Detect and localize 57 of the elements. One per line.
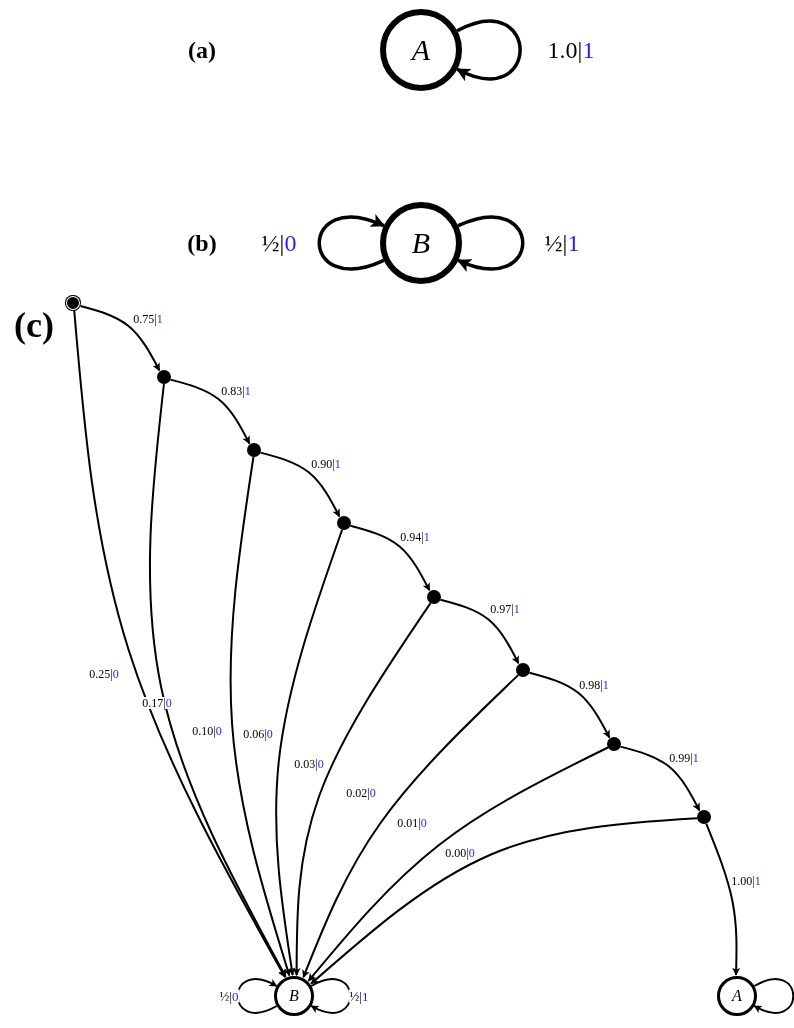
arrow xyxy=(439,598,520,665)
arrow xyxy=(275,528,344,977)
edge-label: 0.97|1 xyxy=(489,603,521,615)
initial-state-dot xyxy=(65,295,81,311)
arrow xyxy=(317,214,386,271)
arrow xyxy=(79,305,161,372)
state-dot xyxy=(247,443,261,457)
arrow xyxy=(753,978,794,1014)
arrow xyxy=(236,978,278,1014)
arrow xyxy=(73,309,286,979)
arrow xyxy=(619,745,701,812)
edge-label: 1.00|1 xyxy=(730,875,762,887)
arrow xyxy=(310,978,352,1014)
arrow xyxy=(292,602,432,977)
arrow xyxy=(455,19,522,81)
state-label: B xyxy=(289,987,299,1005)
arrow xyxy=(349,524,431,592)
state-label: B xyxy=(411,226,431,260)
edge-label: 0.00|0 xyxy=(444,847,476,859)
edge-label: 0.03|0 xyxy=(293,758,325,770)
edge-label: 0.06|0 xyxy=(242,728,274,740)
arrow xyxy=(307,746,609,982)
state-dot xyxy=(697,810,711,824)
panel-label: (b) xyxy=(187,231,217,255)
panel-label: (c) xyxy=(14,307,54,343)
edge-label: 0.75|1 xyxy=(132,313,164,325)
edge-label: 0.10|0 xyxy=(191,725,223,737)
edge-label: ½|0 xyxy=(218,989,240,1003)
arrow xyxy=(259,451,341,518)
edge-label: ½|1 xyxy=(348,989,370,1003)
panel-label: (a) xyxy=(188,38,216,62)
arrow xyxy=(310,817,699,985)
state-dot xyxy=(607,737,621,751)
edge-label: 0.98|1 xyxy=(578,679,610,691)
state-label: A xyxy=(732,987,742,1005)
state-dot xyxy=(157,370,171,384)
arrow xyxy=(705,822,741,976)
arrow xyxy=(528,671,611,739)
state-dot xyxy=(427,590,441,604)
edge-label: 0.90|1 xyxy=(310,458,342,470)
state-label: A xyxy=(411,33,431,67)
edge-label: 0.83|1 xyxy=(220,385,252,397)
state-circle xyxy=(274,976,314,1016)
edge-label: 0.25|0 xyxy=(88,668,120,680)
edge-label: 0.94|1 xyxy=(399,531,431,543)
edge-label: 0.17|0 xyxy=(141,697,173,709)
arrow xyxy=(302,674,520,979)
state-circle xyxy=(717,976,757,1016)
state-dot xyxy=(337,516,351,530)
edge-label: 0.02|0 xyxy=(345,787,377,799)
arrow xyxy=(169,378,251,445)
edge-label: 0.01|0 xyxy=(396,817,428,829)
arrow xyxy=(229,456,292,977)
arrow xyxy=(148,383,287,978)
state-dot xyxy=(516,663,530,677)
edge-label: 0.99|1 xyxy=(668,752,700,764)
arrow xyxy=(456,215,525,272)
